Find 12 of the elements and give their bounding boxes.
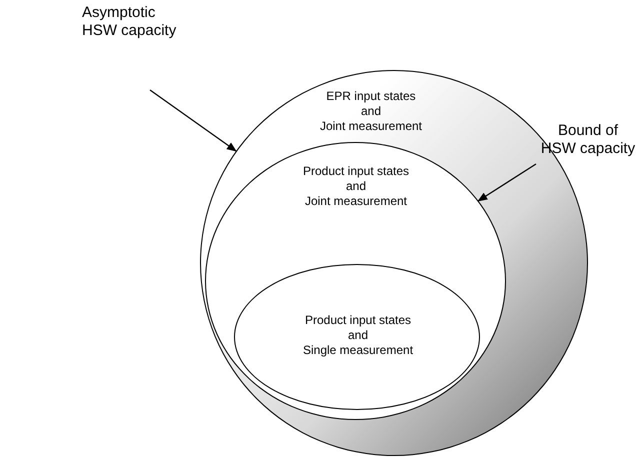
set-label: and	[360, 104, 382, 119]
set-label: Product input states	[302, 164, 410, 179]
arrow	[477, 164, 536, 202]
callout-text: Asymptotic HSW capacity	[82, 4, 178, 40]
set-label: and	[344, 179, 368, 194]
arrow	[150, 90, 237, 152]
set-label: and	[346, 328, 370, 343]
set-label: EPR input states	[325, 89, 417, 104]
set-label: Product input states	[304, 313, 412, 328]
set-label: Single measurement	[302, 343, 414, 358]
set-label: Joint measurement	[304, 194, 408, 209]
set-label: Joint measurement	[318, 119, 424, 134]
